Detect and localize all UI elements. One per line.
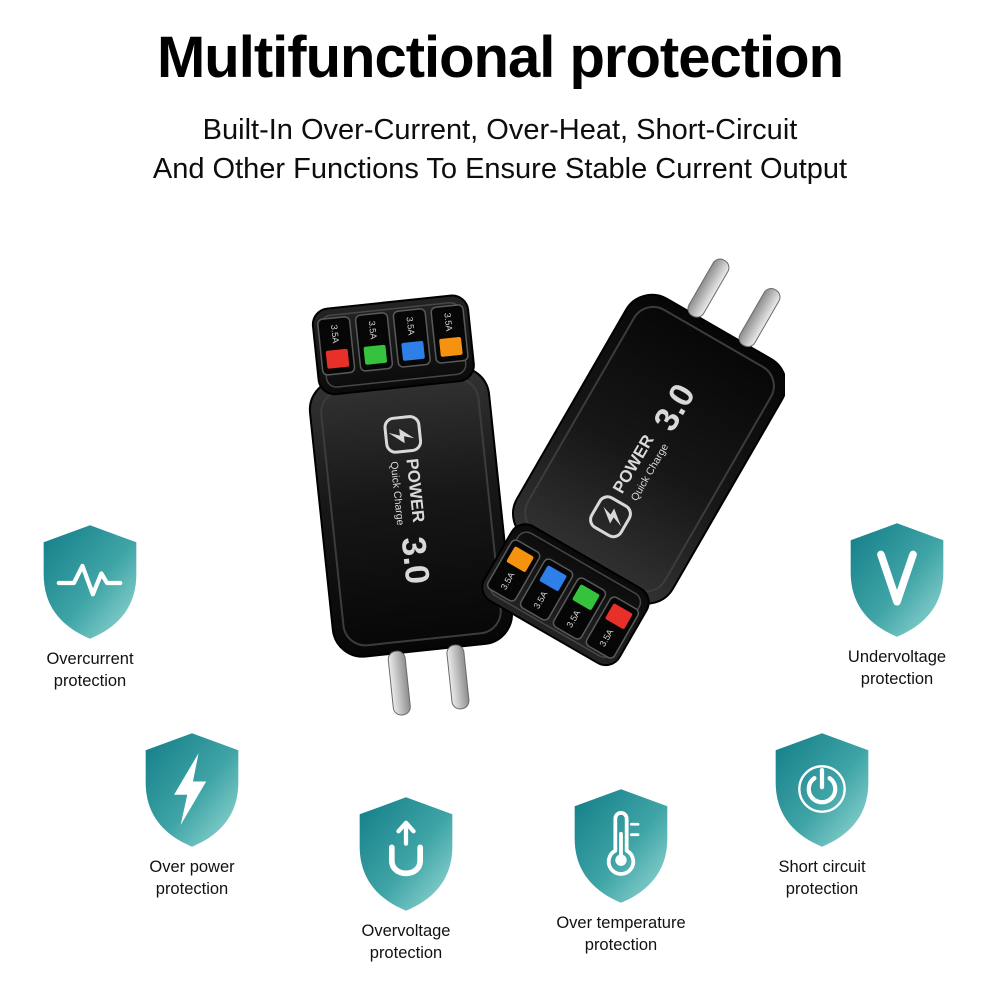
feature-label-line: Overcurrent [46,650,134,668]
feature-label: Short circuit protection [732,857,912,901]
feature-label-line: Overvoltage [361,922,451,940]
feature-label: Over power protection [102,857,282,901]
lightning-icon [174,753,207,825]
feature-label: Overcurrent protection [0,649,180,693]
feature-label-line: protection [584,935,658,954]
feature-label-line: protection [785,879,859,898]
feature-overcurrent: Overcurrent protection [0,520,180,693]
u-arrow-icon [388,820,424,877]
feature-short-circuit: Short circuit protection [732,728,912,901]
feature-label-line: Over power [149,858,235,876]
charger-back [464,228,830,679]
feature-label-line: protection [369,943,443,962]
feature-over-temperature: Over temperature protection [531,784,711,957]
feature-label-line: Short circuit [778,858,866,876]
over-power-shield-icon [145,733,239,847]
feature-label: Over temperature protection [531,913,711,957]
feature-overvoltage: Overvoltage protection [316,792,496,965]
feature-label-line: Over temperature [556,914,686,932]
feature-label-line: protection [155,879,229,898]
over-temperature-shield-icon [574,789,668,903]
short-circuit-shield-icon [775,733,869,847]
subtitle-line-1: Built-In Over-Current, Over-Heat, Short-… [202,114,798,146]
thermometer-icon [606,811,640,876]
feature-label-line: Undervoltage [847,648,947,666]
feature-label-line: protection [53,671,127,690]
product-photo [215,228,830,745]
feature-label-line: protection [860,669,934,688]
pulse-icon [56,563,123,597]
overvoltage-shield-icon [359,797,453,911]
undervoltage-shield-icon [850,523,944,637]
feature-label: Undervoltage protection [807,647,987,691]
chargers-illustration [297,228,830,723]
feature-over-power: Over power protection [102,728,282,901]
voltage-v-icon [877,550,917,606]
overcurrent-shield-icon [43,525,137,639]
page-title: Multifunctional protection [156,25,844,90]
power-symbol-icon [798,765,846,813]
subtitle-line-2: And Other Functions To Ensure Stable Cur… [152,153,848,185]
charger-front [297,291,523,723]
feature-undervoltage: Undervoltage protection [807,518,987,691]
feature-label: Overvoltage protection [316,921,496,965]
